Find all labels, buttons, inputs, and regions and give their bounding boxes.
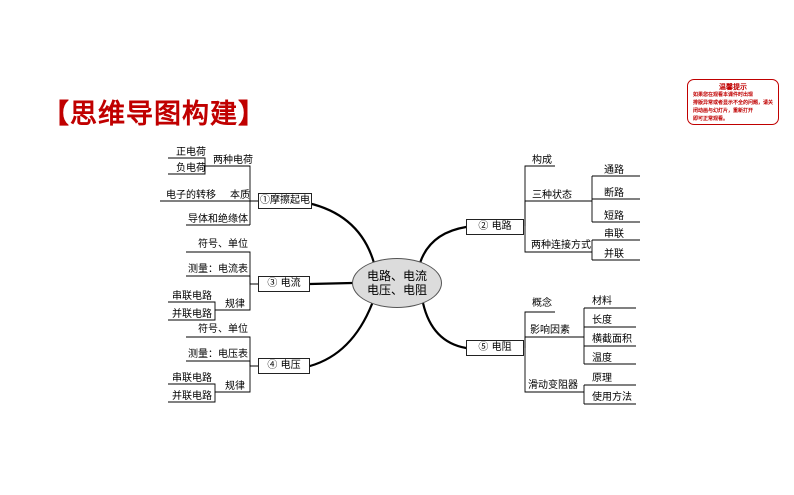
central-topic-line2: 电压、电阻 — [366, 283, 427, 297]
label-current-symbol-unit: 符号、单位 — [198, 239, 248, 250]
label-factors: 影响因素 — [530, 325, 570, 336]
label-voltage-law: 规律 — [225, 381, 245, 392]
label-positive-charge: 正电荷 — [176, 147, 206, 158]
curve-to-branch2 — [418, 225, 468, 265]
branch-box-friction: ①摩擦起电 — [258, 193, 312, 209]
tip-box: 温馨提示 如果您在观看本课件时出现 排版异常或者显示不全的问题，请关 闭动画与幻… — [687, 79, 779, 125]
label-cross-section: 横截面积 — [592, 334, 632, 345]
curve-to-branch3 — [308, 281, 354, 286]
label-two-charges: 两种电荷 — [213, 155, 253, 166]
tip-line: 即可正常观看。 — [693, 116, 729, 122]
label-current-law: 规律 — [225, 299, 245, 310]
label-voltage-parallel: 并联电路 — [172, 391, 212, 402]
curve-to-branch5 — [421, 301, 468, 350]
label-voltage-symbol-unit: 符号、单位 — [198, 324, 248, 335]
tip-body: 如果您在观看本课件时出现 排版异常或者显示不全的问题，请关 闭动画与幻灯片，重新… — [693, 91, 774, 123]
label-current-series: 串联电路 — [172, 291, 212, 302]
label-current-measure: 测量：电流表 — [188, 264, 248, 275]
tip-line: 闭动画与幻灯片，重新打开 — [693, 108, 754, 114]
label-parallel: 并联 — [604, 249, 624, 260]
curve-to-branch1 — [306, 201, 376, 265]
tip-line: 如果您在观看本课件时出现 — [693, 92, 754, 98]
label-composition: 构成 — [532, 155, 552, 166]
label-voltage-measure: 测量：电压表 — [188, 349, 248, 360]
tip-line: 排版异常或者显示不全的问题，请关 — [693, 100, 774, 106]
tip-title: 温馨提示 — [719, 82, 747, 91]
label-temperature: 温度 — [592, 353, 612, 364]
branch-box-current: ③ 电流 — [258, 276, 310, 292]
label-rheostat: 滑动变阻器 — [528, 380, 578, 391]
label-electron-transfer: 电子的转移 — [166, 190, 216, 201]
label-principle: 原理 — [592, 373, 612, 384]
label-series: 串联 — [604, 229, 624, 240]
label-closed-circuit: 通路 — [604, 165, 624, 176]
label-connection-modes: 两种连接方式 — [531, 240, 591, 251]
label-essence: 本质 — [230, 190, 250, 201]
label-open-circuit: 断路 — [604, 188, 624, 199]
branch-box-voltage: ④ 电压 — [258, 358, 310, 374]
curve-to-branch4 — [308, 302, 374, 368]
label-concept: 概念 — [532, 298, 552, 309]
label-short-circuit: 短路 — [604, 211, 624, 222]
label-current-parallel: 并联电路 — [172, 309, 212, 320]
branch-box-resistance: ⑤ 电阻 — [466, 340, 524, 356]
page-title: 【思维导图构建】 — [42, 99, 266, 130]
label-material: 材料 — [592, 296, 612, 307]
label-negative-charge: 负电荷 — [176, 163, 206, 174]
label-voltage-series: 串联电路 — [172, 373, 212, 384]
branch-box-circuit: ② 电路 — [466, 219, 524, 235]
label-conductors-insulators: 导体和绝缘体 — [188, 214, 248, 225]
label-three-states: 三种状态 — [532, 190, 572, 201]
label-usage: 使用方法 — [592, 392, 632, 403]
label-length: 长度 — [592, 315, 612, 326]
central-topic-line1: 电路、电流 — [366, 269, 427, 283]
central-topic: 电路、电流 电压、电阻 — [352, 258, 442, 308]
